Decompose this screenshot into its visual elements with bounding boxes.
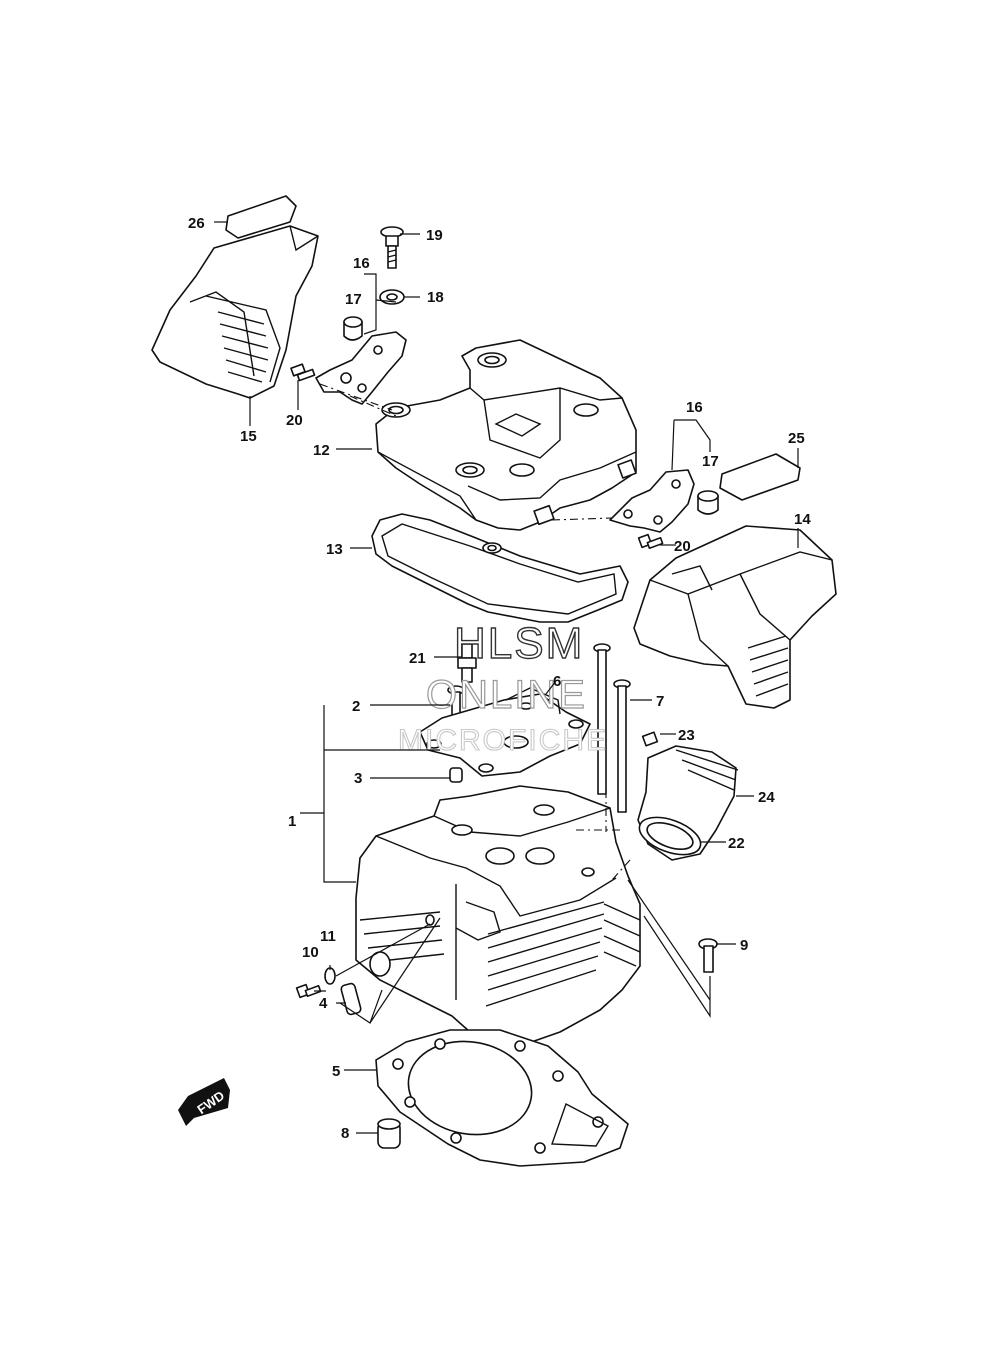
callout-22: 22 [728,835,745,852]
callout-11: 11 [320,928,336,945]
part-long-bolt [593,643,611,795]
callout-16-left: 16 [353,255,370,272]
part-16-bracket-left [315,331,407,405]
part-21-spark-plug [457,643,477,683]
part-12-head-cover [375,339,637,531]
callout-20-left: 20 [286,412,303,429]
callout-1: 1 [288,813,296,830]
callout-16-right: 16 [686,399,703,416]
part-25-label-pad [719,453,801,501]
part-6-cap-plate [419,687,591,777]
part-5-head-gasket [375,1029,629,1167]
part-23-screw [641,731,659,747]
callout-4: 4 [319,995,328,1012]
forward-arrow-icon: FWD [178,1078,230,1126]
reference-lines [319,383,631,881]
callout-26: 26 [188,215,205,232]
part-17-grommet-right [697,490,719,515]
watermark-line-1: HLSM [454,619,584,668]
callout-20-right: 20 [674,538,691,555]
watermark: HLSM ONLINE MICROFICHE [397,618,608,757]
part-22-intake-pipe [637,745,739,861]
part-3-dowel [449,767,463,783]
part-14-side-cover [633,525,837,709]
part-10-bolt [295,983,322,999]
callouts: 1 2 3 4 5 6 7 8 9 10 11 12 13 14 15 16 1… [188,215,811,1142]
callout-21: 21 [409,650,426,667]
part-11-washer [324,967,336,985]
callout-12: 12 [313,442,330,459]
callout-15: 15 [240,428,257,445]
callout-2: 2 [352,698,360,715]
callout-10: 10 [302,944,319,961]
callout-14: 14 [794,511,811,528]
part-7-long-bolt [613,679,631,813]
callout-24: 24 [758,789,775,806]
part-17-grommet-left [343,316,363,341]
callout-17-left: 17 [345,291,362,308]
watermark-line-3: MICROFICHE [398,724,608,757]
part-26-label-pad [225,195,297,239]
callout-23: 23 [678,727,695,744]
part-8-dowel [377,1118,401,1149]
leader-lines [214,221,799,1134]
callout-19: 19 [426,227,443,244]
callout-7: 7 [656,693,664,710]
part-9-bolt [698,938,718,973]
callout-6: 6 [553,673,561,690]
part-16-bracket-right [609,469,695,533]
part-20-bolt-left [290,363,316,382]
callout-9: 9 [740,937,748,954]
part-1-cylinder-head [355,785,641,1047]
part-13-gasket [371,513,629,623]
part-19-bolt [380,226,404,269]
part-15-side-cover [151,225,319,399]
callout-8: 8 [341,1125,349,1142]
callout-13: 13 [326,541,343,558]
part-20-bolt-right [637,533,664,550]
callout-5: 5 [332,1063,340,1080]
watermark-line-2: ONLINE [426,673,587,717]
callout-18: 18 [427,289,444,306]
callout-17-right: 17 [702,453,719,470]
callout-3: 3 [354,770,362,787]
callout-25: 25 [788,430,805,447]
